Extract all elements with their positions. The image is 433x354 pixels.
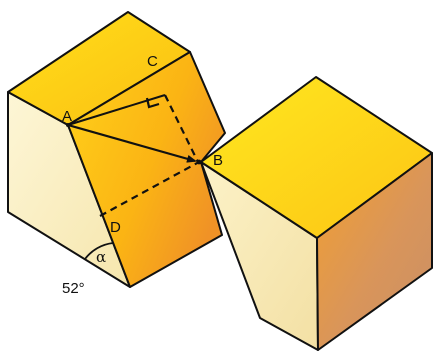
label-point-a: A bbox=[62, 108, 72, 125]
label-point-d: D bbox=[110, 219, 121, 236]
dashed-line-c-b bbox=[164, 94, 199, 163]
line-a-c bbox=[67, 94, 166, 126]
construction-lines bbox=[67, 94, 200, 260]
label-angle-value: 52° bbox=[62, 280, 85, 297]
angle-arc bbox=[84, 242, 114, 260]
vector-a-b bbox=[67, 123, 197, 163]
label-angle-symbol: α bbox=[96, 248, 106, 266]
right-angle-marker bbox=[145, 97, 160, 109]
right-block-front-face bbox=[316, 152, 433, 351]
label-point-c: C bbox=[147, 53, 158, 70]
point-b-dot bbox=[196, 159, 202, 165]
left-block bbox=[7, 11, 226, 288]
point-a-dot bbox=[66, 123, 70, 127]
label-point-b: B bbox=[213, 152, 223, 169]
dashed-line-d-b bbox=[99, 161, 200, 217]
right-block bbox=[200, 76, 433, 351]
